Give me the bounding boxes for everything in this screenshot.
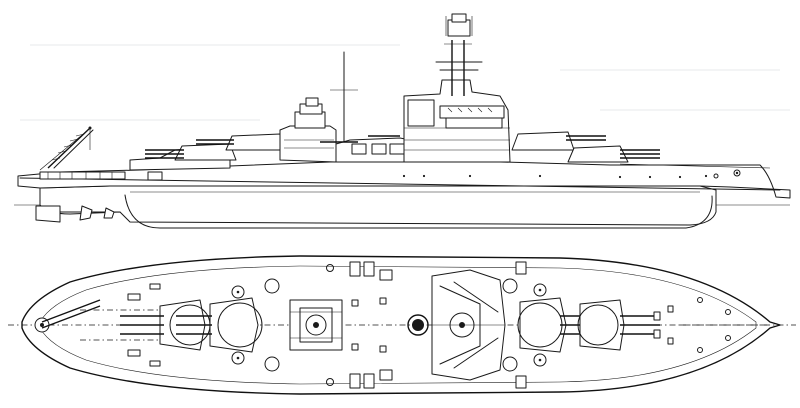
mainmast-plan-lower — [326, 378, 334, 386]
stern-crane-plan — [34, 299, 101, 333]
aft-secondary-mounts — [231, 278, 280, 372]
rudder — [35, 205, 61, 223]
forward-superstructure-plan — [431, 269, 506, 381]
forward-turret-profile — [567, 145, 660, 163]
mainmast-plan — [326, 264, 334, 272]
hawse-pipe — [733, 169, 741, 177]
hull-sheer-line — [19, 177, 781, 191]
aft-turret-profile — [145, 143, 237, 161]
plan-view — [8, 255, 796, 395]
aft-superfiring-turret-plan — [176, 297, 263, 353]
propeller-2 — [103, 207, 115, 219]
hawse-pipe-inner — [735, 171, 739, 175]
propeller — [79, 205, 93, 221]
forward-superfiring-turret-profile — [511, 131, 606, 151]
profile-view — [14, 13, 791, 229]
bow-rail — [619, 163, 771, 169]
after-deckhouse — [279, 97, 337, 163]
after-deckhouse-plan — [289, 299, 343, 351]
aft-deck-fittings — [80, 283, 175, 367]
hawse-pipe-aft — [713, 173, 719, 179]
deck-edge-inner — [39, 265, 757, 385]
funnel-plan — [407, 314, 429, 336]
portholes — [402, 174, 708, 179]
aircraft-crane — [39, 126, 94, 171]
forward-superstructure — [403, 79, 511, 163]
background-ghosting — [20, 44, 790, 121]
aft-superfiring-turret-profile — [196, 133, 289, 151]
forward-turret-plan — [577, 299, 660, 351]
forward-superfiring-turret-plan — [517, 297, 600, 353]
foredeck-fittings — [653, 297, 770, 353]
midship-deck-fittings — [349, 261, 393, 389]
hull-bulge-line — [124, 194, 713, 229]
stern-fittings — [39, 171, 163, 181]
deck-outline — [21, 255, 781, 395]
foremast-tower — [435, 13, 483, 96]
forward-secondary-mounts — [502, 261, 547, 389]
